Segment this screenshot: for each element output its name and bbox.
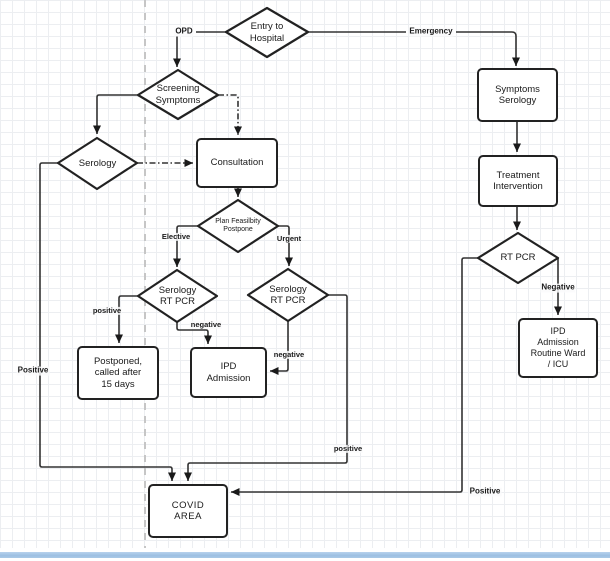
edge-label-leftpcr-negative: negative — [189, 319, 223, 330]
edge-label-leftpcr-positive: positive — [91, 305, 123, 316]
edge-label-rightpcr-positive: positive — [332, 443, 364, 454]
edge-label-rtpcr-negative: Negative — [540, 282, 576, 293]
node-rt-pcr: RT PCR — [478, 233, 558, 283]
diamond-screening-symptoms — [136, 68, 220, 121]
page-break-dashed-line — [144, 0, 146, 548]
node-screening-symptoms: Screening Symptoms — [138, 70, 218, 119]
node-entry-to-hospital: Entry to Hospital — [227, 8, 307, 57]
edge-plan-elective — [173, 225, 198, 267]
node-consultation: Consultation — [196, 138, 278, 188]
node-covid-area: COVID AREA — [148, 484, 228, 538]
node-symptoms-serology-label: Symptoms Serology — [495, 83, 540, 106]
edge-plan-urgent — [277, 225, 293, 266]
bottom-accent-bar — [0, 552, 610, 558]
edge-label-serology-positive: Positive — [16, 365, 50, 376]
edge-label-urgent: Urgent — [275, 233, 303, 244]
node-ipd-admission-label: IPD Admission — [206, 361, 251, 384]
node-screening-label: Screening Symptoms — [155, 83, 201, 106]
node-plan-label: Plan Feasilbity Postpone — [215, 217, 261, 233]
edge-leftpcr-negative — [176, 322, 212, 344]
edge-screening-consultation — [218, 94, 242, 135]
node-ipd-routine-ward: IPD Admission Routine Ward / ICU — [518, 318, 598, 378]
node-treatment-intervention: Treatment Intervention — [478, 155, 558, 207]
node-ipd-admission: IPD Admission — [190, 347, 267, 398]
edge-rightpcr-negative — [270, 321, 289, 375]
node-serology-label: Serology — [78, 157, 117, 169]
diamond-rt-pcr — [476, 231, 560, 285]
edge-label-rtpcr-positive: Positive — [468, 486, 502, 497]
diamond-plan-feasibility — [196, 198, 280, 254]
edge-leftpcr-positive — [115, 295, 138, 343]
diamond-entry-to-hospital — [224, 6, 310, 59]
diamond-serology-rt-pcr-left — [136, 268, 219, 324]
node-postponed: Postponed, called after 15 days — [77, 346, 159, 400]
edge-label-emergency: Emergency — [408, 26, 454, 37]
edge-emergency-right — [456, 31, 520, 66]
edge-rtpcr-positive-covid — [231, 257, 478, 496]
node-treatment-label: Treatment Intervention — [493, 169, 543, 192]
node-rt-pcr-label: RT PCR — [500, 252, 536, 264]
edge-serology-positive-covid — [39, 162, 176, 481]
edge-label-opd: OPD — [174, 26, 194, 37]
node-serology-rt-pcr-right-label: Serology RT PCR — [269, 283, 307, 306]
node-postponed-label: Postponed, called after 15 days — [93, 355, 143, 390]
node-consultation-label: Consultation — [210, 157, 264, 169]
diamond-serology-rt-pcr-right — [246, 267, 330, 323]
node-ipd-routine-label: IPD Admission Routine Ward / ICU — [530, 326, 586, 369]
node-plan-feasibility: Plan Feasilbity Postpone — [198, 200, 278, 252]
node-serology-rt-pcr-left-label: Serology RT PCR — [158, 284, 197, 307]
node-serology: Serology — [58, 138, 137, 189]
edge-screening-serology — [93, 94, 138, 134]
node-symptoms-serology: Symptoms Serology — [477, 68, 558, 122]
node-serology-rt-pcr-left: Serology RT PCR — [138, 270, 217, 322]
edge-label-rightpcr-negative: negative — [272, 349, 306, 360]
node-entry-label: Entry to Hospital — [249, 21, 285, 44]
diamond-serology — [56, 136, 139, 191]
edge-rightpcr-positive-covid — [184, 294, 348, 481]
node-serology-rt-pcr-right: Serology RT PCR — [248, 269, 328, 321]
edge-label-elective: Elective — [160, 231, 192, 242]
node-covid-area-label: COVID AREA — [171, 499, 205, 522]
